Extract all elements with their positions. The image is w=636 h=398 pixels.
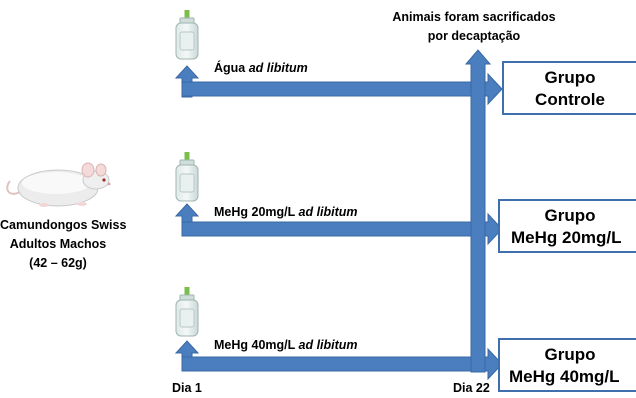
group-name: MeHg 20mg/L bbox=[511, 228, 622, 247]
treatment-label-prefix: MeHg 20mg/L bbox=[214, 205, 299, 219]
water-bottle-icon bbox=[175, 287, 199, 337]
subject-line1: Camundongos Swiss bbox=[0, 218, 127, 232]
day-end-label: Dia 22 bbox=[453, 381, 490, 395]
sacrifice-note-line2: por decaptação bbox=[427, 29, 521, 43]
treatment-label-emphasis: ad libitum bbox=[298, 205, 358, 219]
treatment-label-prefix: MeHg 40mg/L bbox=[214, 338, 299, 352]
treatment-label: Água ad libitum bbox=[214, 61, 308, 75]
sacrifice-arrow bbox=[464, 49, 492, 373]
treatment-label-emphasis: ad libitum bbox=[248, 61, 308, 75]
treatment-label-prefix: Água bbox=[214, 61, 249, 75]
subject-line2: Adultos Machos bbox=[9, 237, 107, 251]
timeline-arrow-40mg bbox=[181, 347, 503, 381]
day-start-label: Dia 1 bbox=[172, 381, 202, 395]
timeline-arrow-controle bbox=[181, 72, 503, 106]
group-name: MeHg 40mg/L bbox=[509, 367, 620, 386]
treatment-label: MeHg 40mg/L ad libitum bbox=[214, 338, 358, 352]
sacrifice-note-line1: Animais foram sacrificados bbox=[392, 10, 556, 24]
group-title: Grupo bbox=[544, 345, 596, 364]
group-title: Grupo bbox=[544, 68, 596, 87]
group-box-20mg: Grupo MeHg 20mg/L bbox=[498, 199, 636, 253]
water-bottle-icon bbox=[175, 10, 199, 60]
mouse-icon bbox=[6, 162, 111, 207]
group-title: Grupo bbox=[544, 206, 596, 225]
subject-line3: (42 – 62g) bbox=[29, 256, 87, 270]
timeline-arrow-20mg bbox=[181, 212, 503, 246]
sacrifice-note: Animais foram sacrificados por decaptaçã… bbox=[366, 8, 582, 46]
group-box-controle: Grupo Controle bbox=[502, 61, 636, 115]
subject-description: Camundongos Swiss Adultos Machos (42 – 6… bbox=[0, 216, 127, 273]
treatment-label: MeHg 20mg/L ad libitum bbox=[214, 205, 358, 219]
group-box-40mg: Grupo MeHg 40mg/L bbox=[498, 338, 636, 392]
group-name: Controle bbox=[535, 90, 605, 109]
treatment-label-emphasis: ad libitum bbox=[298, 338, 358, 352]
water-bottle-icon bbox=[175, 152, 199, 202]
